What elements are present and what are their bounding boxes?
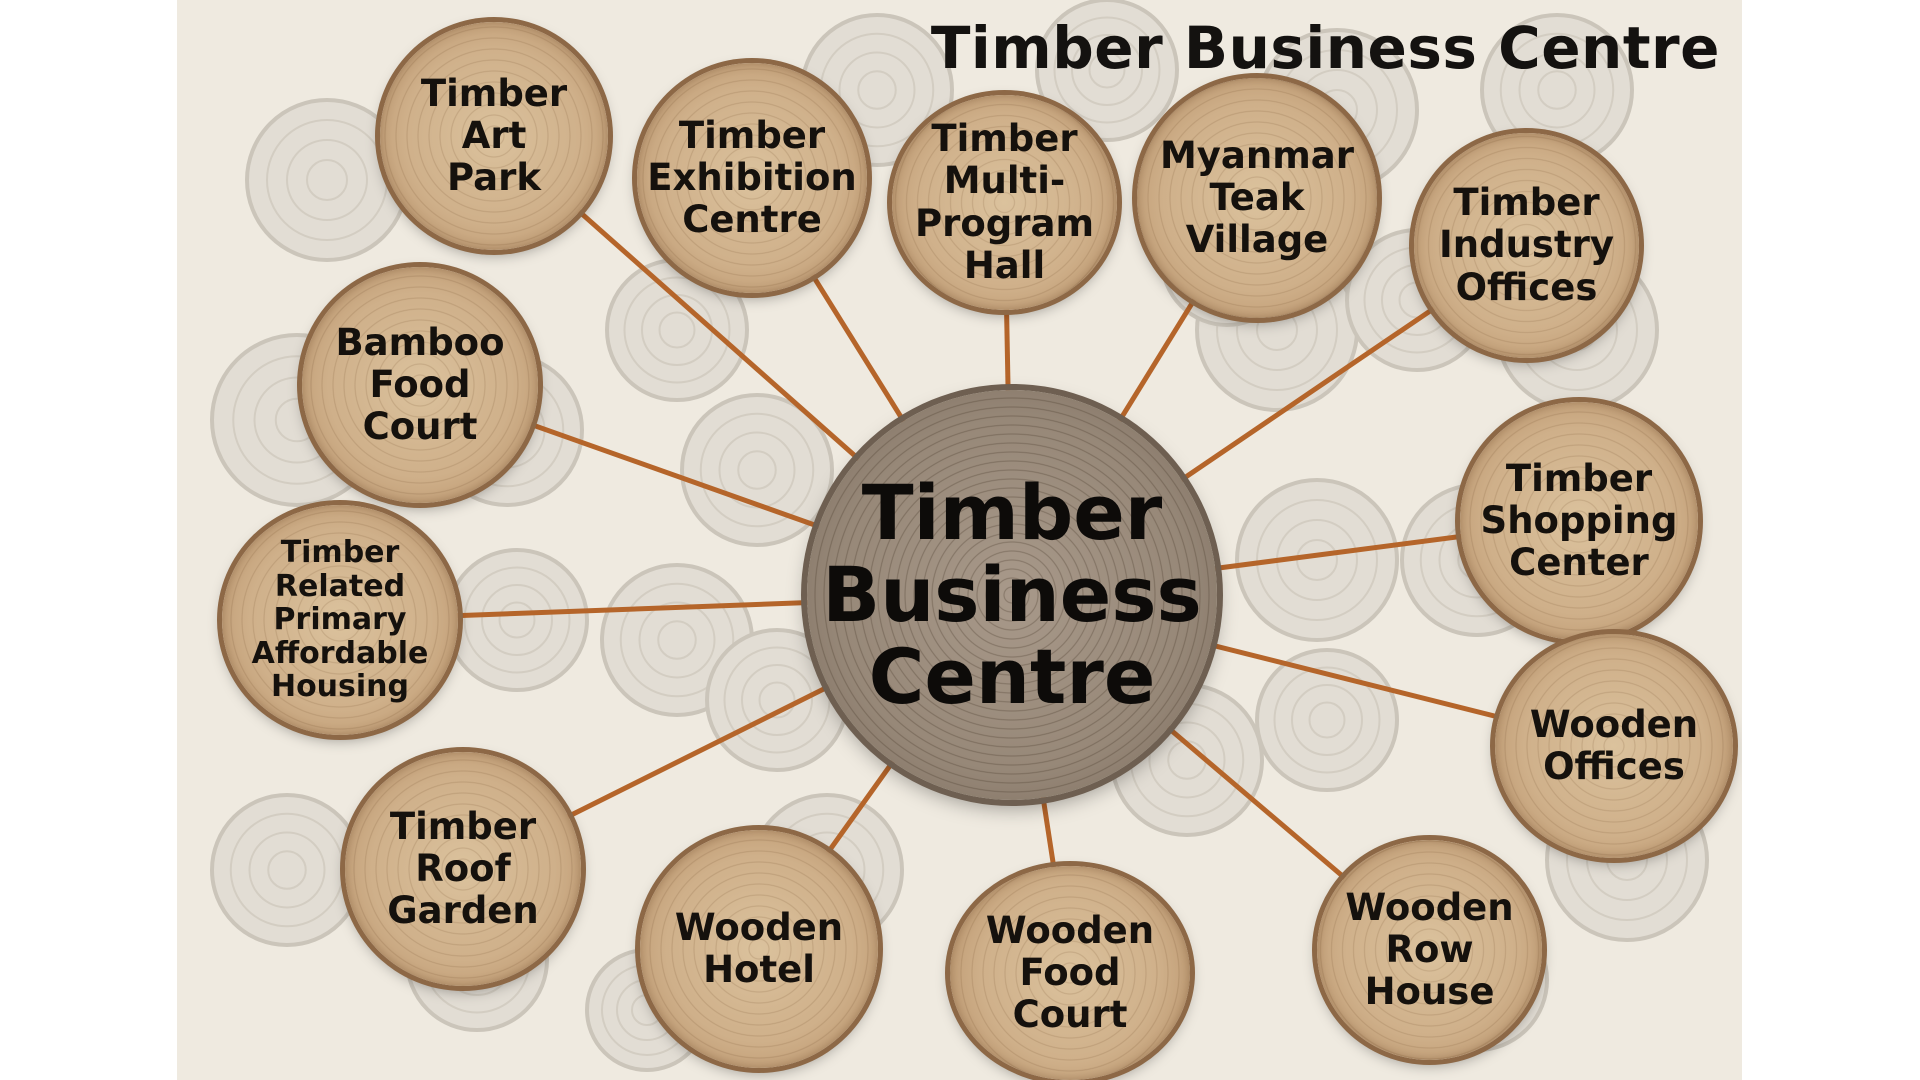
node-timber-related-primary-affordable-housing: Timber Related Primary Affordable Housin…: [222, 505, 458, 735]
node-label: Wooden Row House: [1345, 885, 1514, 1014]
background-log-ring: [657, 620, 697, 660]
node-wooden-row-house: Wooden Row House: [1317, 840, 1542, 1060]
slide: Timber Business Centre Timber Business C…: [177, 0, 1742, 1080]
node-label: Timber Roof Garden: [387, 804, 539, 933]
node-wooden-offices: Wooden Offices: [1495, 634, 1733, 858]
background-log-ring: [1291, 684, 1363, 756]
node-label: Timber Exhibition Centre: [647, 113, 857, 242]
background-log-ring: [723, 646, 831, 754]
background-log-ring: [638, 601, 716, 679]
background-log-ring: [248, 831, 326, 909]
node-label: Timber Multi- Program Hall: [914, 117, 1095, 287]
background-log-ring: [1071, 34, 1143, 106]
background-log: [1235, 478, 1399, 642]
background-log-ring: [737, 450, 777, 490]
node-label: Wooden Offices: [1529, 702, 1699, 788]
node-wooden-food-court: Wooden Food Court: [950, 866, 1190, 1080]
node-timber-roof-garden: Timber Roof Garden: [345, 752, 581, 986]
background-log-ring: [718, 431, 796, 509]
node-label: Timber Related Primary Affordable Housin…: [251, 535, 429, 705]
central-hub-label: Timber Business Centre: [822, 467, 1202, 722]
background-log-ring: [699, 412, 815, 528]
background-log-ring: [857, 70, 897, 110]
node-label: Timber Art Park: [420, 71, 568, 200]
node-label: Bamboo Food Court: [335, 320, 505, 449]
background-log-ring: [1273, 666, 1381, 774]
node-timber-exhibition-centre: Timber Exhibition Centre: [637, 63, 867, 293]
background-log-ring: [481, 584, 553, 656]
background-log-ring: [741, 664, 813, 736]
background-log-ring: [463, 566, 571, 674]
background-log-ring: [623, 276, 731, 384]
background-log-ring: [1518, 51, 1596, 129]
node-wooden-hotel: Wooden Hotel: [640, 830, 878, 1068]
node-timber-multi-program-hall: Timber Multi- Program Hall: [892, 95, 1117, 310]
node-label: Timber Industry Offices: [1438, 181, 1614, 309]
node-timber-art-park: Timber Art Park: [380, 22, 608, 250]
background-log-ring: [229, 812, 345, 928]
background-log: [1035, 0, 1179, 142]
background-log-ring: [306, 159, 348, 201]
node-label: Wooden Hotel: [674, 905, 844, 991]
background-log-ring: [658, 311, 696, 349]
background-log-ring: [1148, 721, 1226, 799]
background-log-ring: [498, 601, 536, 639]
background-log-ring: [1053, 16, 1161, 124]
node-label: Timber Shopping Center: [1480, 456, 1678, 585]
node-timber-industry-offices: Timber Industry Offices: [1414, 133, 1639, 358]
node-bamboo-food-court: Bamboo Food Court: [302, 267, 538, 503]
background-log-ring: [758, 681, 796, 719]
page-title: Timber Business Centre: [930, 14, 1720, 82]
background-log-ring: [838, 51, 916, 129]
background-log-ring: [1308, 701, 1346, 739]
node-label: Myanmar Teak Village: [1159, 133, 1354, 262]
background-log-ring: [619, 582, 735, 698]
node-myanmar-teak-village: Myanmar Teak Village: [1137, 78, 1377, 318]
background-log-ring: [1537, 70, 1577, 110]
central-hub-log: Timber Business Centre: [807, 390, 1217, 800]
node-label: Wooden Food Court: [985, 908, 1155, 1037]
background-log-ring: [266, 119, 388, 241]
background-log: [680, 393, 834, 547]
background-log-ring: [1088, 51, 1126, 89]
background-log-ring: [1256, 499, 1378, 621]
background-log-ring: [286, 139, 368, 221]
background-log-ring: [267, 850, 307, 890]
node-timber-shopping-center: Timber Shopping Center: [1460, 402, 1698, 640]
